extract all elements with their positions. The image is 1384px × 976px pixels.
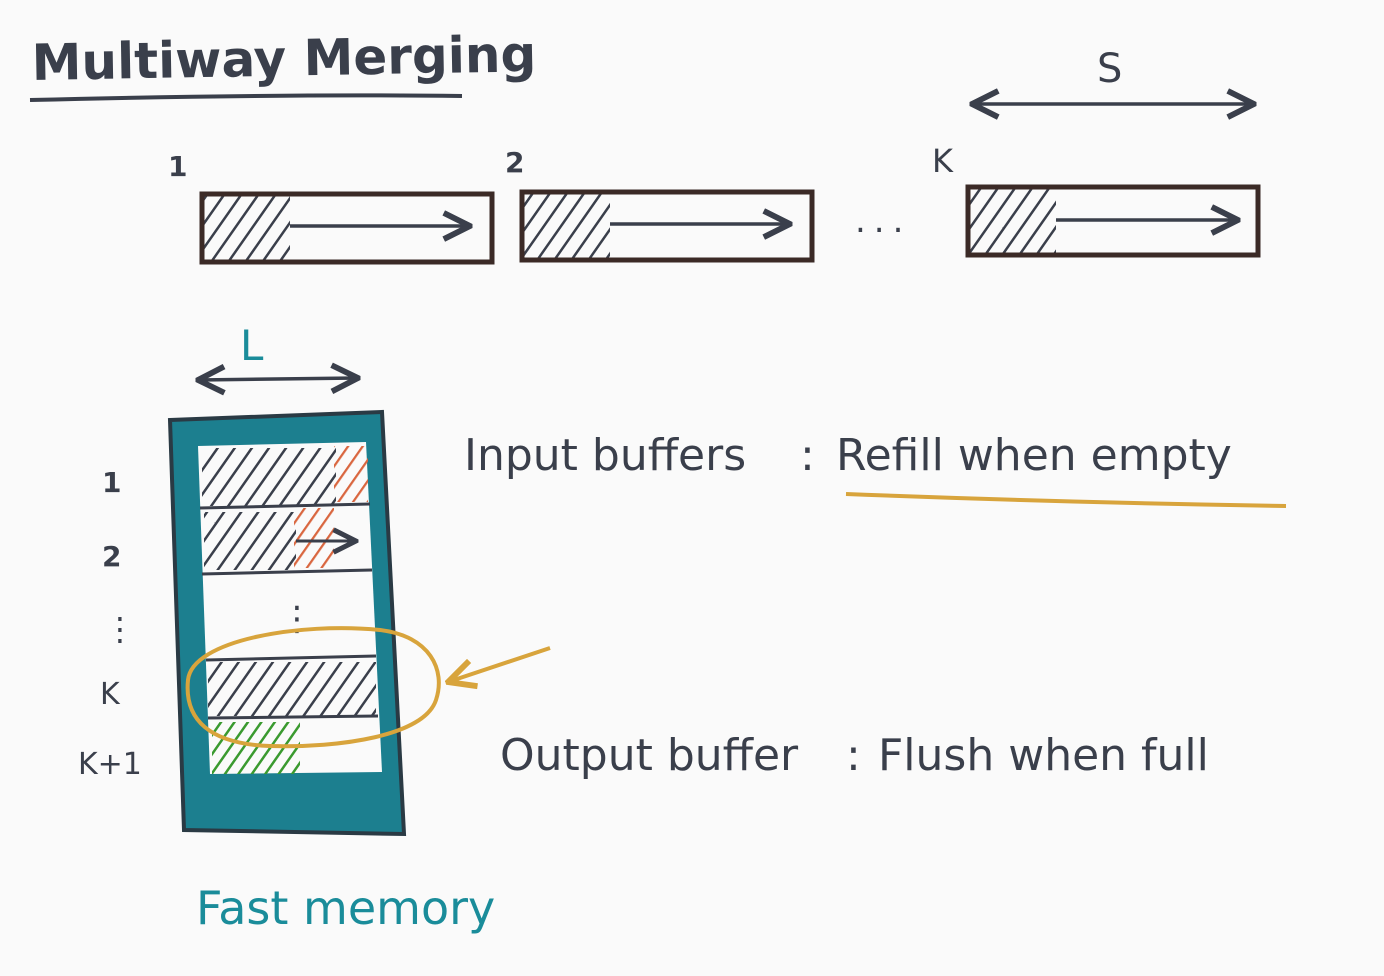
- run-2-consumed-hatch: [524, 194, 610, 258]
- input-buffer-k-top-divider: [205, 654, 377, 662]
- run-k-box: [965, 184, 1261, 258]
- buffer-width-indicator: L: [198, 321, 358, 380]
- input-buffers-label: Input buffers: [464, 430, 746, 481]
- diagram-title: Multiway Merging: [31, 25, 537, 92]
- run-1: 1: [168, 150, 495, 265]
- run-label-2: 2: [505, 146, 524, 179]
- title-group: Multiway Merging: [29, 25, 537, 102]
- highlight-ellipse: [185, 626, 441, 749]
- buffer-width-label: L: [240, 321, 264, 370]
- run-2-box: [519, 189, 815, 263]
- output-buffer-rule: Flush when full: [878, 730, 1209, 781]
- highlight-pointer-arrow: [448, 646, 551, 682]
- input-buffer-1: [199, 446, 371, 510]
- run-size-label: S: [1097, 46, 1122, 92]
- input-buffer-2-refill-hatch: [294, 508, 334, 568]
- input-buffers-rule-underline: [845, 492, 1287, 508]
- run-1-consumed-hatch: [204, 196, 290, 260]
- row-label-ellipsis: ⋮: [104, 610, 136, 648]
- run-k-consumed-hatch: [970, 189, 1056, 253]
- row-label-2: 2: [102, 540, 121, 573]
- title-underline: [29, 93, 463, 102]
- input-buffer-1-refill-hatch: [334, 446, 368, 502]
- output-buffer-sep: :: [846, 730, 861, 781]
- memory-row-labels: 1 2 ⋮ K K+1: [78, 466, 142, 782]
- run-label-k: K: [932, 142, 954, 180]
- input-buffer-1-divider: [199, 502, 371, 510]
- input-buffer-k: [205, 654, 379, 720]
- input-buffer-2-divider: [201, 568, 373, 576]
- fast-memory: ⋮: [167, 409, 407, 837]
- input-buffer-k-divider: [207, 714, 379, 720]
- buffer-width-arrow: [198, 378, 358, 380]
- runs-ellipsis: ...: [855, 201, 911, 241]
- run-k: K: [932, 142, 1261, 258]
- run-label-1: 1: [168, 150, 187, 183]
- run-2: 2: [505, 146, 815, 263]
- input-buffer-2-hatch: [204, 512, 296, 570]
- input-buffers-annotation: Input buffers : Refill when empty: [464, 430, 1287, 508]
- run-1-box: [199, 191, 495, 265]
- input-buffers-sep: :: [800, 430, 815, 481]
- output-buffer-annotation: Output buffer : Flush when full: [500, 730, 1209, 781]
- row-label-k-plus-1: K+1: [78, 747, 142, 782]
- row-label-k: K: [100, 677, 121, 712]
- input-buffer-2: [201, 508, 373, 576]
- row-label-1: 1: [102, 466, 121, 499]
- run-size-indicator: S: [972, 46, 1254, 104]
- output-buffer-label: Output buffer: [500, 730, 799, 781]
- input-buffer-1-hatch: [202, 448, 336, 506]
- input-buffer-k-hatch: [208, 662, 376, 716]
- fast-memory-caption: Fast memory: [196, 881, 495, 935]
- input-buffers-rule: Refill when empty: [836, 430, 1232, 481]
